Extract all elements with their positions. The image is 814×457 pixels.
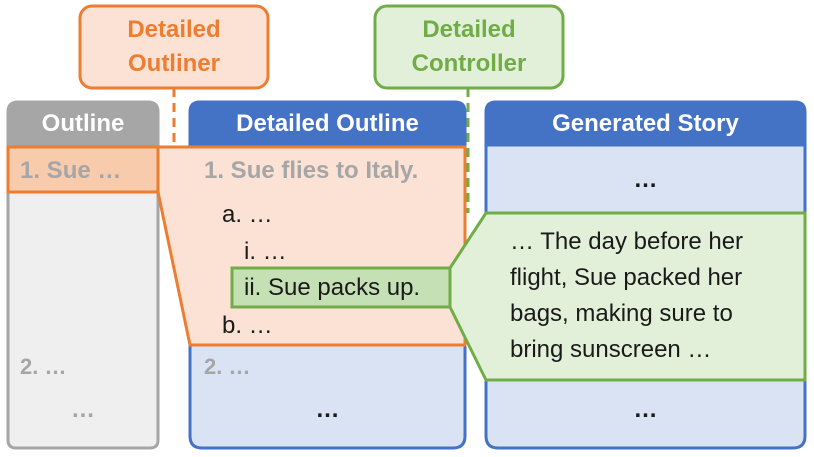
story-passage-line-2: flight, Sue packed her xyxy=(510,264,743,291)
detailed-outline-more: … xyxy=(315,396,340,423)
story-passage-line-1: … The day before her xyxy=(510,228,744,255)
detailed-outliner-box xyxy=(78,4,270,90)
outline-item1-highlight xyxy=(8,147,158,192)
detailed-controller-label-line2: Controller xyxy=(411,50,527,77)
detailed-outliner-label-line1: Detailed xyxy=(127,16,221,43)
detailed-item-2: 2. … xyxy=(204,354,251,379)
generated-story-column-header xyxy=(484,100,807,147)
outline-more: … xyxy=(71,396,95,423)
outliner-expansion-outline xyxy=(6,145,467,347)
story-top-more: … xyxy=(633,166,658,193)
outline-column-header xyxy=(6,100,160,147)
detailed-controller-label-line1: Detailed xyxy=(422,16,516,43)
detailed-item-1a: a. … xyxy=(222,201,273,228)
outline-item-2: 2. … xyxy=(20,354,67,379)
detailed-outline-header: Detailed Outline xyxy=(236,110,419,137)
detailed-outliner-label-line2: Outliner xyxy=(127,50,220,77)
detailed-item-1ai: i. … xyxy=(244,238,287,265)
story-bottom-more: … xyxy=(633,396,658,423)
outline-header: Outline xyxy=(41,110,125,137)
outline-item-1: 1. Sue … xyxy=(20,157,122,184)
detailed-controller-box xyxy=(373,4,565,90)
detailed-outline-column-header xyxy=(188,100,467,147)
detailed-item-1aii: ii. Sue packs up. xyxy=(244,274,421,301)
detailed-item-1: 1. Sue flies to Italy. xyxy=(204,157,419,184)
generated-story-header: Generated Story xyxy=(552,110,739,137)
outline-column-body xyxy=(6,143,160,450)
story-passage-line-3: bags, making sure to xyxy=(510,300,733,327)
story-passage-line-4: bring sunscreen … xyxy=(510,336,712,363)
detailed-item-1b: b. … xyxy=(222,312,273,339)
detailed-item-highlight xyxy=(230,266,452,309)
